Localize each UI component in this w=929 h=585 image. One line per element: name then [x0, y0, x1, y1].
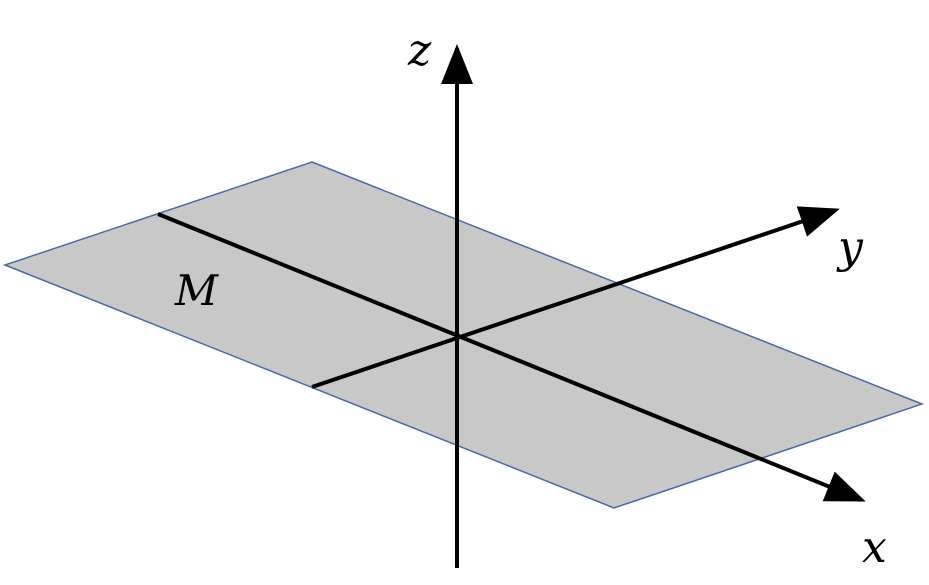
y-axis-line — [311, 206, 840, 389]
z-axis-label: z — [407, 25, 432, 76]
plane-label: M — [174, 266, 219, 315]
y-axis-label: y — [836, 222, 864, 273]
x-axis-line — [157, 212, 866, 502]
x-axis-label: x — [862, 522, 887, 573]
